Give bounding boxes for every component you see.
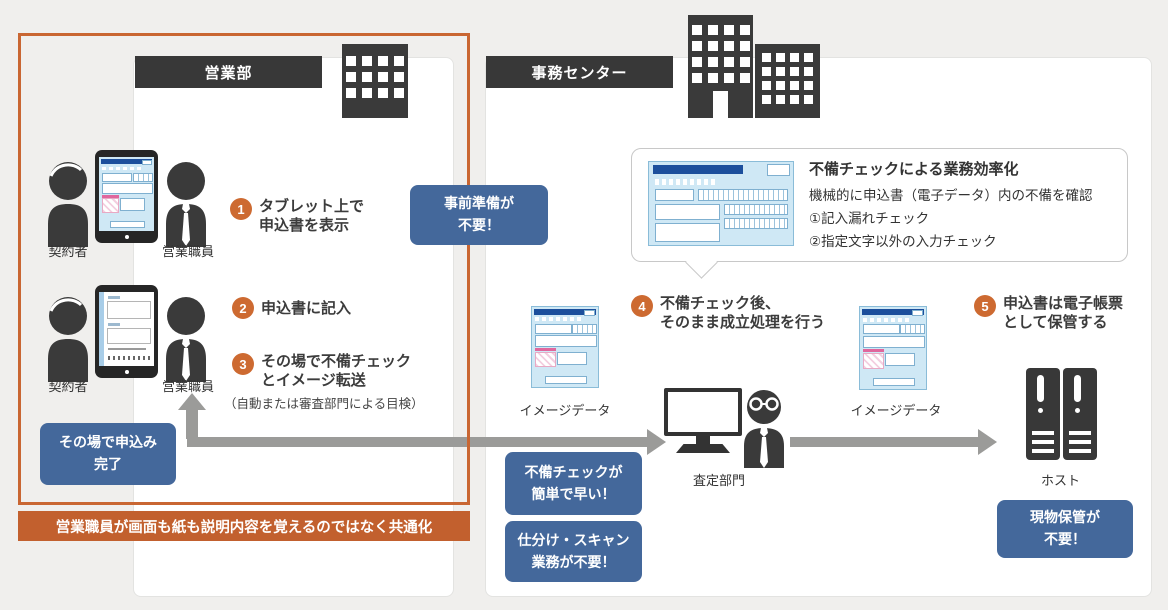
tablet-screen-entry	[99, 292, 154, 366]
image-data-label-left: イメージデータ	[519, 403, 611, 418]
callout-bubble: 不備チェックによる業務効率化 機械的に申込書（電子データ）内の不備を確認 ①記入…	[631, 148, 1128, 262]
sales-header: 営業部	[135, 56, 322, 88]
salesperson-icon	[166, 297, 206, 382]
monitor-icon	[664, 388, 742, 436]
tablet-icon	[95, 285, 158, 378]
salesperson-icon	[166, 162, 206, 247]
step5-text: 申込書は電子帳票 として保管する	[1003, 295, 1124, 331]
image-data-form-left	[531, 306, 599, 388]
arrow-main-shaft	[187, 437, 647, 447]
server-tower-icon	[1063, 368, 1097, 460]
image-data-label-right: イメージデータ	[850, 403, 942, 418]
step5-number: 5	[974, 295, 996, 317]
easy-fast-check-badge: 不備チェックが 簡単で早い！	[505, 452, 642, 515]
salesperson-label: 営業職員	[161, 244, 214, 259]
assessor-icon	[744, 390, 784, 468]
office-building-short-icon	[755, 44, 820, 118]
server-tower-icon	[1026, 368, 1060, 460]
contractor-icon	[48, 297, 88, 382]
arrow-to-host-head-icon	[978, 429, 997, 455]
onspot-complete-badge: その場で申込み 完了	[40, 423, 176, 485]
monitor-base-icon	[676, 444, 730, 453]
tablet-icon	[95, 150, 158, 243]
sales-highlight-frame	[18, 33, 470, 505]
sales-building-icon	[342, 44, 408, 118]
bubble-title: 不備チェックによる業務効率化	[809, 161, 1019, 178]
no-sorting-scanning-badge: 仕分け・スキャン 業務が不要！	[505, 521, 642, 582]
arrow-up-head-icon	[178, 393, 206, 410]
tablet-screen-form	[99, 157, 154, 231]
no-preparation-badge: 事前準備が 不要！	[410, 185, 548, 245]
application-form-image	[648, 161, 794, 246]
office-header: 事務センター	[486, 56, 673, 88]
arrow-right-head-icon	[647, 429, 666, 455]
bubble-text: 不備チェックによる業務効率化 機械的に申込書（電子データ）内の不備を確認 ①記入…	[809, 158, 1093, 253]
step1-text: タブレット上で 申込書を表示	[259, 198, 365, 234]
step2-number: 2	[232, 297, 254, 319]
step3-number: 3	[232, 353, 254, 375]
assessment-dept-label: 査定部門	[692, 473, 745, 488]
no-physical-storage-badge: 現物保管が 不要！	[997, 500, 1133, 558]
host-label: ホスト	[1040, 473, 1080, 488]
step4-number: 4	[631, 295, 653, 317]
office-building-tall-icon	[688, 15, 753, 118]
arrow-main-vertical	[186, 409, 198, 439]
step1-number: 1	[230, 198, 252, 220]
step3-text: その場で不備チェック とイメージ転送	[261, 353, 412, 389]
monitor-stand-icon	[696, 436, 710, 444]
image-data-form-right	[859, 306, 927, 390]
arrow-to-host-shaft	[790, 437, 978, 447]
step3-note: （自動または審査部門による目検）	[224, 397, 424, 411]
contractor-icon	[48, 162, 88, 247]
summary-banner: 営業職員が画面も紙も説明内容を覚えるのではなく共通化	[18, 511, 470, 541]
salesperson-label: 営業職員	[161, 379, 214, 394]
contractor-label: 契約者	[48, 379, 88, 394]
step2-text: 申込書に記入	[261, 300, 352, 317]
step4-text: 不備チェック後、 そのまま成立処理を行う	[660, 295, 826, 331]
contractor-label: 契約者	[48, 244, 88, 259]
